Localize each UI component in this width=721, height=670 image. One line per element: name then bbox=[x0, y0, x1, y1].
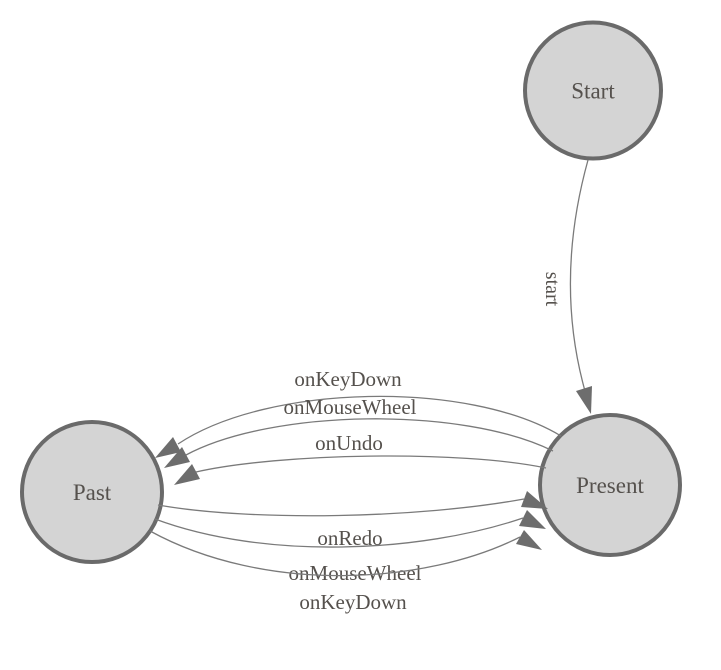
arrowhead-icon-onkeydown-to-past bbox=[155, 437, 181, 458]
edge-label-onundo-to-past: onUndo bbox=[315, 431, 383, 455]
arrowhead-icon-onmousewheel-to-past bbox=[164, 447, 190, 468]
node-label-past: Past bbox=[73, 480, 112, 505]
edge-start-transition: start bbox=[541, 159, 592, 414]
arrowhead-icon-onundo-to-past bbox=[174, 464, 200, 485]
arrowhead-icon-start bbox=[576, 386, 592, 414]
edge-onmousewheel-to-past: onMouseWheel bbox=[164, 395, 554, 468]
edge-line-start bbox=[569, 159, 589, 392]
state-nodes bbox=[20, 20, 682, 564]
arrowhead-icon-onmousewheel-to-present bbox=[519, 510, 546, 529]
edge-onkeydown-to-past: onKeyDown bbox=[155, 367, 562, 458]
state-node-past bbox=[20, 420, 164, 564]
edge-label-start: start bbox=[541, 272, 563, 307]
arrowhead-icon-onredo-to-present bbox=[521, 491, 548, 509]
edge-line-onmousewheel-to-past bbox=[185, 418, 554, 456]
edge-line-onmousewheel-to-present bbox=[154, 517, 524, 548]
edge-onredo-to-present: onRedo bbox=[157, 491, 548, 550]
transition-edges: start onKeyDown onMouseWheel onUndo bbox=[149, 159, 592, 614]
state-node-labels: Start Present Past bbox=[73, 79, 645, 506]
node-label-start: Start bbox=[571, 79, 615, 104]
edge-onmousewheel-to-present: onMouseWheel bbox=[154, 510, 546, 585]
edge-label-onkeydown-to-past: onKeyDown bbox=[294, 367, 402, 391]
edge-line-onkeydown-to-past bbox=[177, 395, 562, 445]
edge-label-onkeydown-to-present: onKeyDown bbox=[299, 590, 407, 614]
edge-label-onmousewheel-to-present: onMouseWheel bbox=[289, 561, 422, 585]
state-node-start bbox=[523, 20, 663, 161]
edge-line-onundo-to-past bbox=[195, 455, 547, 473]
edge-onkeydown-to-present: onKeyDown bbox=[149, 530, 542, 614]
edge-onundo-to-past: onUndo bbox=[174, 431, 547, 485]
state-node-present bbox=[538, 413, 682, 557]
node-label-present: Present bbox=[576, 473, 644, 498]
edge-label-onmousewheel-to-past: onMouseWheel bbox=[284, 395, 417, 419]
arrowhead-icon-onkeydown-to-present bbox=[516, 530, 542, 550]
edge-line-onkeydown-to-present bbox=[149, 530, 521, 577]
edge-line-onredo-to-present bbox=[157, 498, 525, 517]
